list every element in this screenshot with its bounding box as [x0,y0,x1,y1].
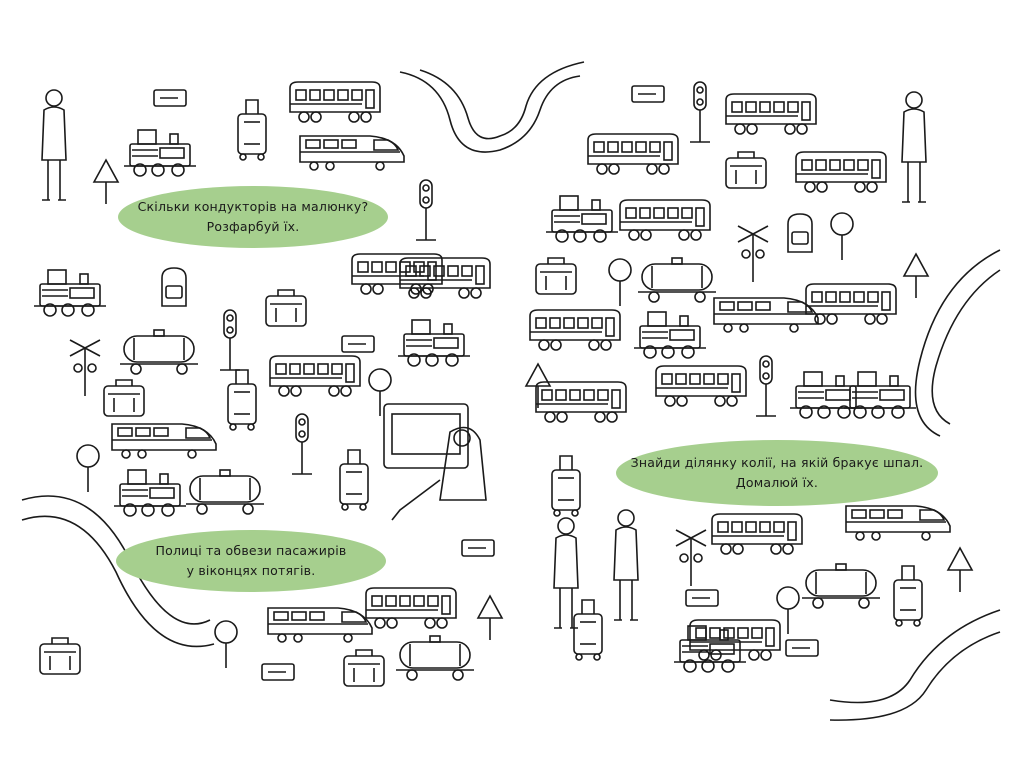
traffic-sign-icon [76,444,100,493]
locomotive-icon [789,371,863,419]
backpack-icon [161,267,187,307]
locomotive-icon [123,129,197,177]
suitcase-icon [237,99,267,161]
traffic-sign-icon [525,363,551,409]
suitcase-icon [265,289,307,327]
tank-wagon-icon [801,563,881,609]
suitcase-icon [573,599,603,661]
semaphore-signal-icon [689,81,711,143]
suitcase-icon [227,369,257,431]
train-car-icon [529,309,621,351]
ticket-icon [631,85,665,103]
train-car-icon [269,355,361,397]
suitcase-icon [39,637,81,675]
backpack-icon [787,213,813,253]
locomotive-icon [843,371,917,419]
ticket-icon [341,335,375,353]
traffic-sign-icon [368,368,392,417]
traffic-sign-icon [830,212,854,261]
locomotive-icon [267,607,373,643]
railroad-crossing-icon [737,225,769,283]
locomotive-icon [633,311,707,359]
traffic-sign-icon [608,258,632,307]
task-count-conductors-line1: Скільки кондукторів на малюнку? [137,199,369,214]
train-car-icon [655,365,747,407]
task-missing-sleepers: Знайди ділянку колії, на якій бракує шпа… [616,440,938,506]
traffic-sign-icon [947,547,973,593]
train-car-icon [711,513,803,555]
task-luggage-line1: Полиці та обвези пасажирів [155,543,347,558]
task-missing-sleepers-line1: Знайди ділянку колії, на якій бракує шпа… [630,455,924,470]
suitcase-icon [343,649,385,687]
railroad-crossing-icon [69,339,101,397]
ticket-icon [685,589,719,607]
suitcase-icon [725,151,767,189]
train-car-icon [795,151,887,193]
train-car-icon [535,381,627,423]
task-count-conductors-line2: Розфарбуй їх. [206,219,300,234]
locomotive-icon [299,135,405,171]
suitcase-icon [103,379,145,417]
tank-wagon-icon [637,257,717,303]
suitcase-icon [893,565,923,627]
task-missing-sleepers-line2: Домалюй їх. [735,475,819,490]
locomotive-icon [545,195,619,243]
locomotive-icon [397,319,471,367]
conductor-icon [613,509,639,621]
train-car-icon [587,133,679,175]
train-car-icon [725,93,817,135]
train-car-icon [805,283,897,325]
locomotive-icon [713,297,819,333]
ticket-icon [261,663,295,681]
ticket-icon [785,639,819,657]
locomotive-icon [113,469,187,517]
ticket-icon [153,89,187,107]
passenger-icon [553,517,579,629]
task-luggage-line2: у віконцях потягів. [186,563,316,578]
suitcase-icon [535,257,577,295]
semaphore-signal-icon [291,413,313,475]
ticket-icon [461,539,495,557]
locomotive-icon [111,423,217,459]
passenger-icon [383,403,487,521]
tank-wagon-icon [119,329,199,375]
suitcase-icon [551,455,581,517]
tank-wagon-icon [395,635,475,681]
task-luggage: Полиці та обвези пасажирів у віконцях по… [116,530,386,592]
traffic-sign-icon [903,253,929,299]
suitcase-icon [339,449,369,511]
railroad-crossing-icon [675,529,707,587]
traffic-sign-icon [93,159,119,205]
semaphore-signal-icon [219,309,241,371]
tank-wagon-icon [185,469,265,515]
traffic-sign-icon [477,595,503,641]
conductor-icon [901,91,927,203]
task-count-conductors: Скільки кондукторів на малюнку? Розфарбу… [118,186,388,248]
locomotive-icon [33,269,107,317]
train-car-icon [289,81,381,123]
locomotive-icon [845,505,951,541]
traffic-sign-icon [214,620,238,669]
train-car-icon [365,587,457,629]
semaphore-signal-icon [755,355,777,417]
train-car-icon [619,199,711,241]
conductor-icon [41,89,67,201]
semaphore-signal-icon [415,179,437,241]
